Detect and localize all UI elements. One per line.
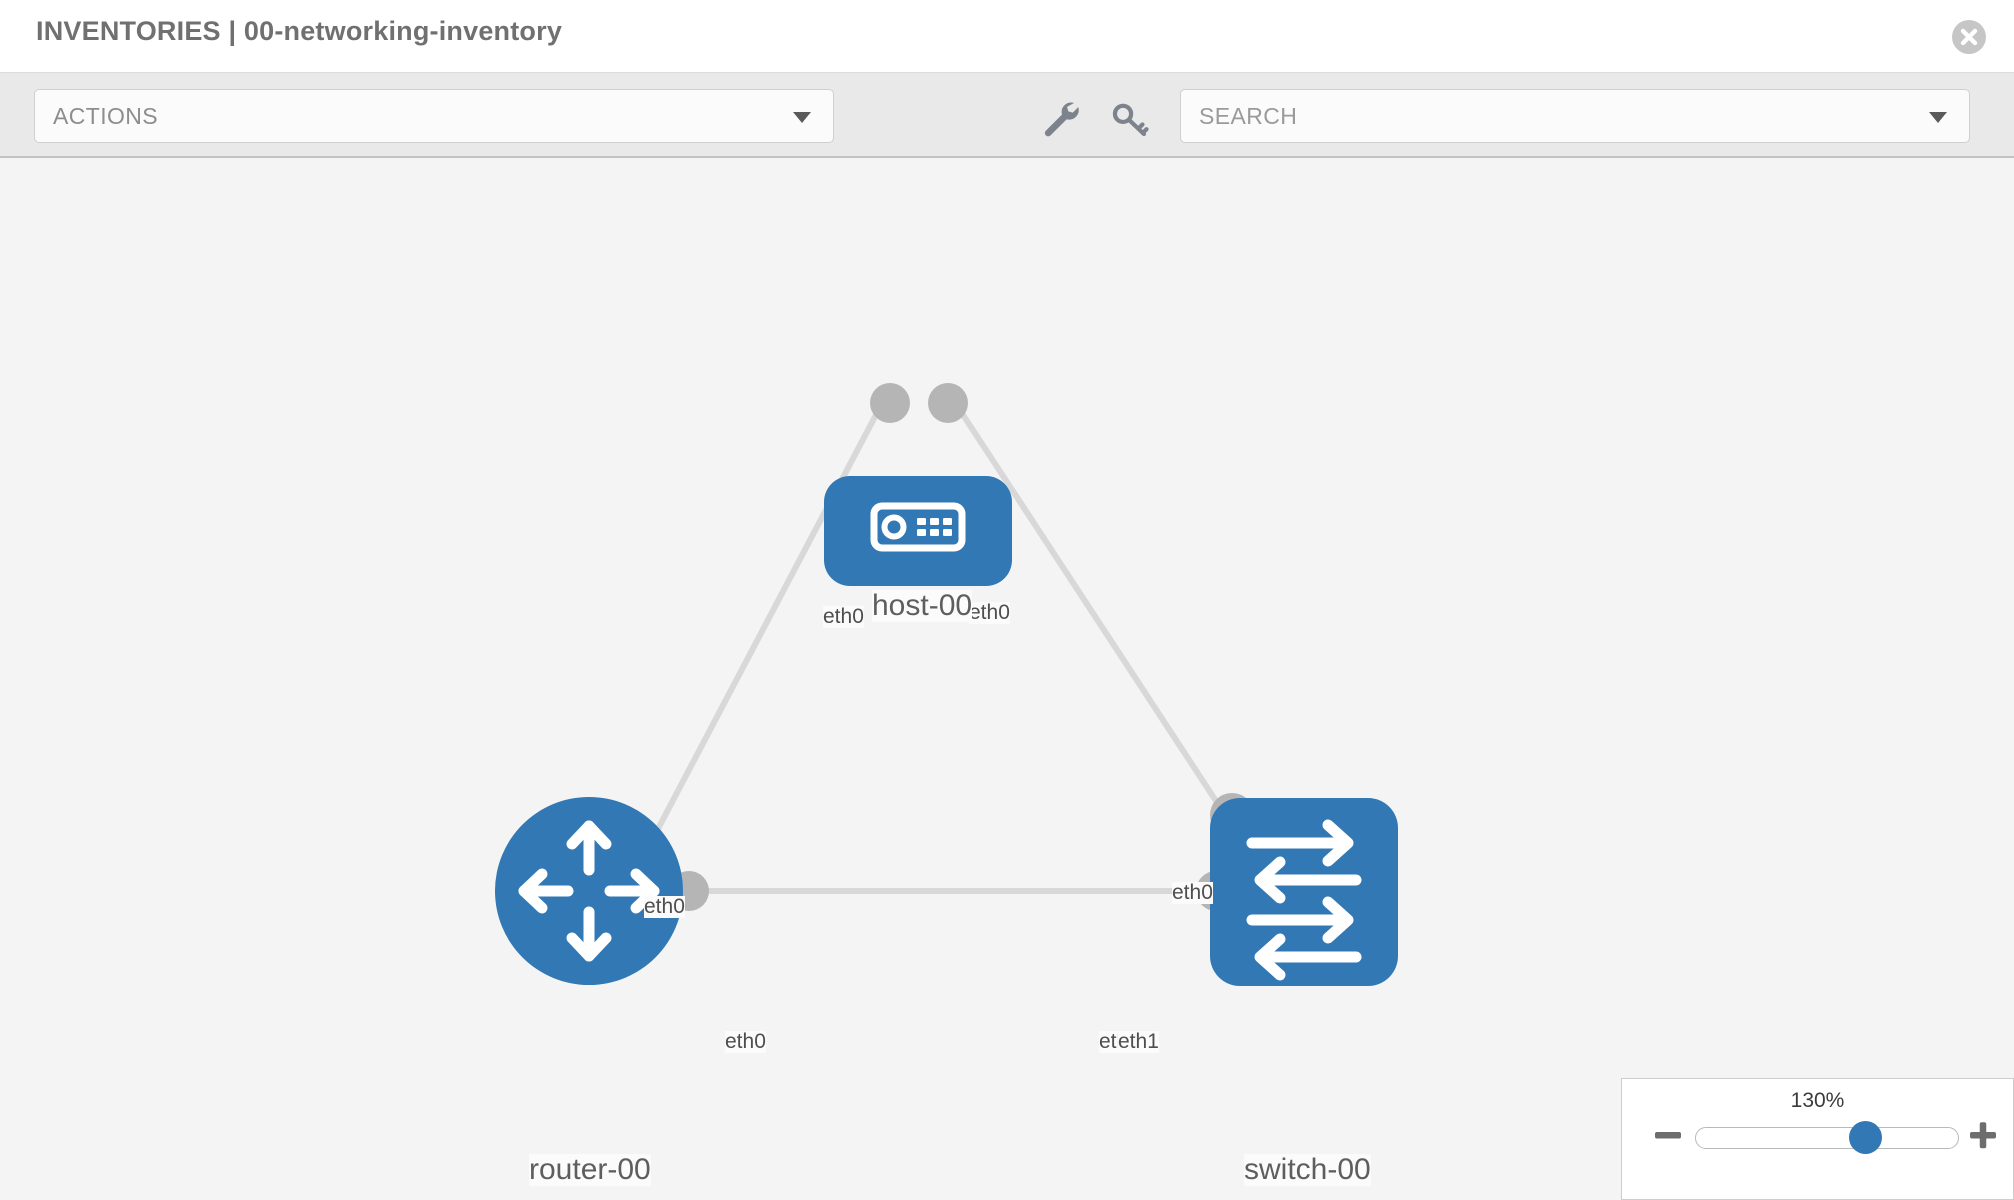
node-host-00[interactable] <box>824 476 1012 586</box>
close-x-glyph <box>1960 28 1978 46</box>
search-input[interactable]: SEARCH <box>1180 89 1970 143</box>
actions-dropdown-label: ACTIONS <box>53 103 159 129</box>
zoom-level-value: 130% <box>1790 1089 1845 1112</box>
node-label-router: router-00 <box>529 1153 651 1186</box>
node-label-switch: switch-00 <box>1244 1153 1371 1186</box>
node-label-host: host-00 <box>872 589 973 622</box>
port-host-right[interactable] <box>928 383 968 423</box>
key-glyph <box>1112 103 1149 137</box>
topology-canvas[interactable]: eth0 eth0 eth0 eth0 eth0 eth0 eth1 host-… <box>0 158 2014 1200</box>
page-title: INVENTORIES | 00-networking-inventory <box>36 16 563 46</box>
node-switch-00[interactable] <box>1210 798 1398 986</box>
link-host-router[interactable] <box>647 390 891 846</box>
minus-icon <box>1655 1132 1681 1139</box>
key-icon[interactable] <box>1108 97 1152 141</box>
search-placeholder: SEARCH <box>1199 103 1298 129</box>
toolbar: ACTIONS SEARCH <box>0 72 2014 158</box>
router-arrows-icon <box>518 820 660 962</box>
chevron-down-icon <box>793 112 811 123</box>
actions-dropdown[interactable]: ACTIONS <box>34 89 834 143</box>
node-router-00[interactable] <box>495 797 683 985</box>
close-icon[interactable] <box>1952 20 1986 54</box>
zoom-out-button[interactable] <box>1650 1117 1686 1153</box>
port-label: eth1 <box>1118 1030 1159 1054</box>
zoom-slider-track[interactable] <box>1695 1127 1959 1149</box>
link-host-switch[interactable] <box>945 390 1238 832</box>
port-label: eth0 <box>823 605 864 629</box>
zoom-slider-thumb[interactable] <box>1849 1121 1882 1154</box>
port-label: eth0 <box>725 1030 766 1054</box>
port-label: eth0 <box>1172 881 1213 905</box>
plus-icon <box>1970 1122 1996 1149</box>
chevron-down-icon <box>1929 112 1947 123</box>
wrench-glyph <box>1044 102 1079 137</box>
port-host-left[interactable] <box>870 383 910 423</box>
topology-links <box>647 390 1238 894</box>
port-label: eth0 <box>644 895 685 919</box>
switch-arrows-icon <box>1246 819 1362 981</box>
port-label: eth0 <box>969 601 1010 625</box>
wrench-icon[interactable] <box>1040 97 1084 141</box>
zoom-in-button[interactable] <box>1965 1117 2001 1153</box>
page-header: INVENTORIES | 00-networking-inventory <box>0 0 2014 72</box>
topology-graph <box>495 383 1398 986</box>
zoom-control-panel: 130% <box>1621 1078 2014 1200</box>
